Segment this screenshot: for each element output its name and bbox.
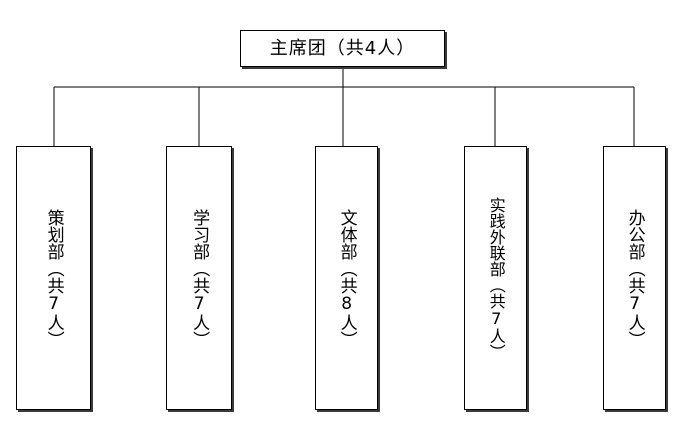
- node-child-label-planning: 策划部（共7人）: [43, 208, 64, 348]
- node-root-presidium[interactable]: 主席团（共4人）: [240, 30, 445, 67]
- node-child-planning[interactable]: 策划部（共7人）: [16, 146, 91, 410]
- node-child-culture-sports[interactable]: 文体部（共8人）: [315, 146, 378, 410]
- node-child-study[interactable]: 学习部（共7人）: [166, 146, 232, 410]
- node-child-practice-liaison[interactable]: 实践外联部（共7人）: [464, 146, 527, 410]
- node-child-label-study: 学习部（共7人）: [189, 208, 210, 348]
- node-root-label: 主席团（共4人）: [269, 37, 416, 59]
- node-child-label-office: 办公部（共7人）: [624, 208, 645, 348]
- node-child-label-culture-sports: 文体部（共8人）: [336, 208, 357, 348]
- node-child-office[interactable]: 办公部（共7人）: [603, 146, 666, 410]
- node-child-label-practice-liaison: 实践外联部（共7人）: [486, 196, 506, 360]
